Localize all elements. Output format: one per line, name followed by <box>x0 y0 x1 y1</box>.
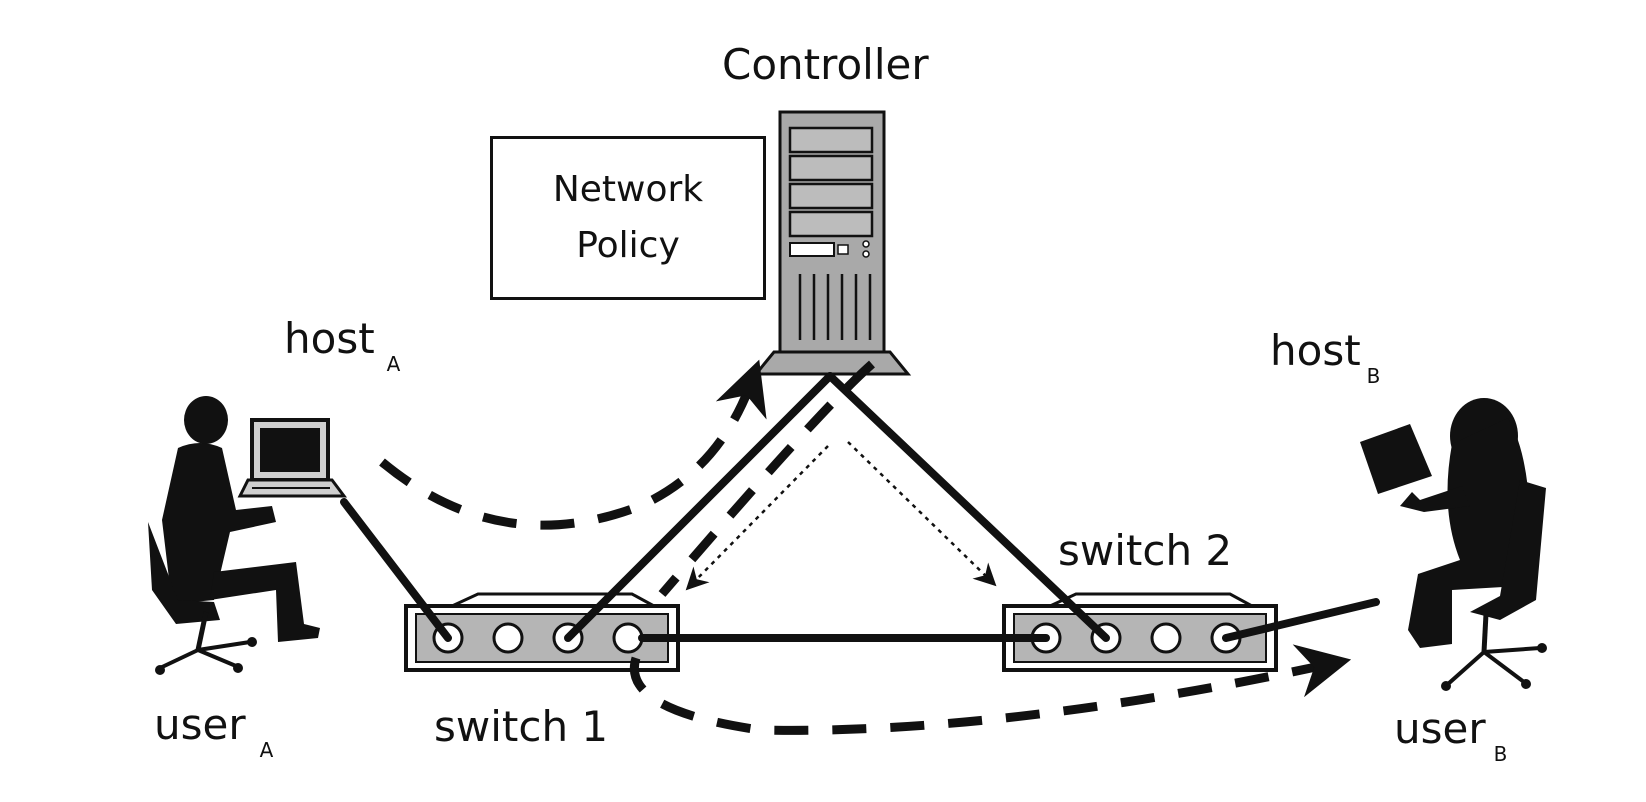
host-b-label: hostB <box>1270 330 1380 387</box>
user-b-subscript: B <box>1493 742 1508 766</box>
packet-flow <box>379 359 1352 735</box>
physical-links <box>340 372 1380 642</box>
user-a-text: user <box>154 700 246 749</box>
user-b-text: user <box>1394 704 1486 753</box>
host-a-label: hostA <box>284 318 400 375</box>
host-b-subscript: B <box>1366 364 1381 388</box>
network-policy-box: Network Policy <box>490 136 766 300</box>
switch-1-label: switch 1 <box>434 702 609 751</box>
control-messages <box>685 441 997 591</box>
user-b-silhouette-icon <box>1360 398 1547 691</box>
flow-switch1-to-userb <box>630 644 1352 735</box>
host-a-subscript: A <box>386 352 401 376</box>
policy-line-1: Network <box>552 169 704 211</box>
controller-label: Controller <box>722 40 929 89</box>
switch-2-label: switch 2 <box>1058 526 1233 575</box>
link-hosta-switch1 <box>340 498 452 642</box>
control-controller-to-switch2 <box>847 441 997 587</box>
flow-controller-to-switch1 <box>658 360 875 597</box>
link-switch1-controller <box>564 372 834 642</box>
user-a-silhouette-icon <box>148 396 347 675</box>
host-a-text: host <box>284 314 375 363</box>
user-a-label: userA <box>154 704 273 761</box>
link-switch2-hostb <box>1222 598 1380 642</box>
control-controller-to-switch1 <box>685 445 829 591</box>
controller-server-icon <box>752 110 912 376</box>
user-b-label: userB <box>1394 708 1507 765</box>
host-b-text: host <box>1270 326 1361 375</box>
policy-line-2: Policy <box>576 225 680 266</box>
user-a-subscript: A <box>259 738 274 762</box>
link-controller-switch2 <box>826 372 1110 642</box>
flow-hosta-to-controller <box>379 359 767 530</box>
